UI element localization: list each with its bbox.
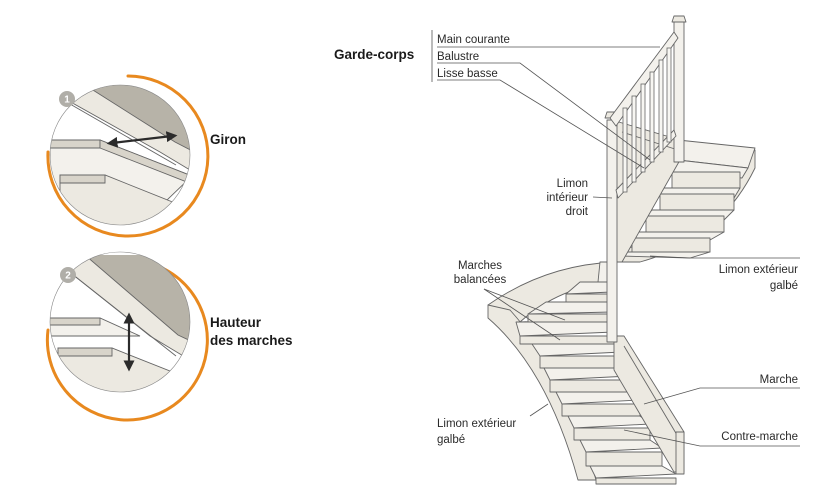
badge-2 xyxy=(60,267,76,283)
main-courante-label: Main courante xyxy=(437,34,510,46)
limon-interieur-group: Limon intérieur droit xyxy=(546,178,613,218)
detail-giron: 1 Giron xyxy=(46,74,246,238)
garde-corps-group: Garde-corps Main courante Balustre Lisse… xyxy=(334,30,660,169)
giron-arrow xyxy=(106,131,178,148)
hauteur-label-line2: des marches xyxy=(210,333,293,348)
limon-exterieur-left-line1: Limon extérieur xyxy=(437,418,516,430)
contre-marche-group: Contre-marche xyxy=(623,429,800,447)
lisse-basse-label: Lisse basse xyxy=(437,68,498,80)
marches-balancees-line2: balancées xyxy=(454,274,507,286)
orange-arc-1 xyxy=(46,74,210,238)
marche-group: Marche xyxy=(643,374,800,405)
newel-post xyxy=(606,119,618,343)
limon-exterieur-right-line2: galbé xyxy=(770,280,798,292)
limon-interieur-line2: intérieur xyxy=(546,192,588,204)
limon-exterieur-right-group: Limon extérieur galbé xyxy=(649,255,800,292)
marches-balancees-line1: Marches xyxy=(458,260,502,272)
giron-label: Giron xyxy=(210,132,246,147)
contre-marche-label: Contre-marche xyxy=(721,431,798,443)
detail-hauteur: 2 Hauteur des marches xyxy=(45,251,293,422)
hauteur-closeup xyxy=(50,252,190,392)
upper-steps xyxy=(619,159,749,259)
limon-interieur-line1: Limon xyxy=(557,178,588,190)
top-newel-post xyxy=(673,21,685,163)
orange-arc-2 xyxy=(45,258,209,422)
limon-interieur-line3: droit xyxy=(566,206,589,218)
badge-1-number: 1 xyxy=(64,95,70,106)
staircase-illustration xyxy=(487,15,756,485)
balusters xyxy=(622,47,672,193)
marches-balancees-group: Marches balancées xyxy=(454,260,566,341)
limon-exterieur-left-group: Limon extérieur galbé xyxy=(437,403,549,446)
balustre-label: Balustre xyxy=(437,51,479,63)
limon-exterieur-left-line2: galbé xyxy=(437,434,465,446)
hauteur-label-line1: Hauteur xyxy=(210,315,262,330)
limon-exterieur-right-line1: Limon extérieur xyxy=(719,264,798,276)
handrail xyxy=(609,31,679,127)
marche-label: Marche xyxy=(760,374,798,386)
badge-1 xyxy=(59,91,75,107)
garde-corps-title: Garde-corps xyxy=(334,47,414,62)
badge-2-number: 2 xyxy=(65,271,71,282)
